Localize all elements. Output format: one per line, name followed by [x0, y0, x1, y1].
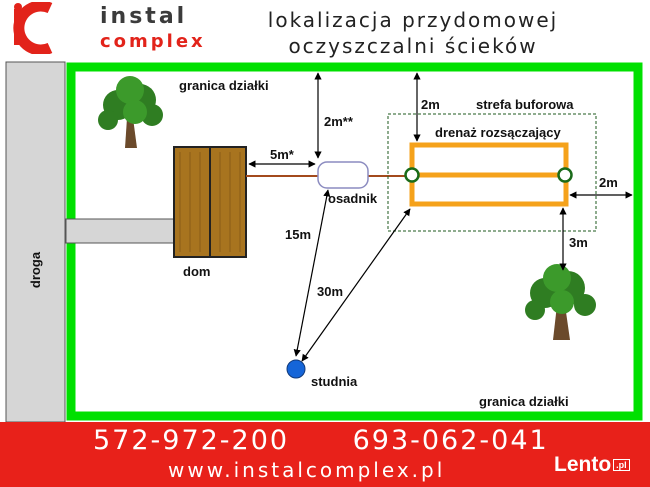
dim-well-drainage [301, 208, 411, 362]
tree-icon [525, 264, 596, 340]
website-link[interactable]: www.instalcomplex.pl [168, 458, 446, 482]
drainage-label: drenaż rozsączający [435, 125, 562, 140]
house [173, 146, 247, 258]
title-line-1: lokalizacja przydomowej [267, 8, 559, 32]
well-label: studnia [311, 374, 358, 389]
distance-label: 5m* [270, 147, 295, 162]
lento-badge[interactable]: Lento.pl [554, 453, 630, 479]
drainage-node [404, 167, 420, 183]
plot-boundary-label: granica działki [479, 394, 569, 409]
phone-2[interactable]: 693-062-041 [352, 425, 549, 456]
distance-label: 2m [599, 175, 618, 190]
lento-badge-text: Lento [554, 453, 612, 476]
buffer-zone [387, 113, 597, 232]
settler-label: osadnik [328, 191, 378, 206]
distance-label: 2m [421, 97, 440, 112]
settler-tank [317, 161, 369, 189]
driveway [65, 218, 175, 244]
drainage-node [557, 167, 573, 183]
road-label: droga [28, 251, 43, 288]
distance-label: 15m [285, 227, 311, 242]
tree-icon [98, 76, 163, 148]
distance-label: 3m [569, 235, 588, 250]
house-label: dom [183, 264, 210, 279]
distance-label: 2m** [324, 114, 354, 129]
plot-boundary-label: granica działki [179, 78, 269, 93]
buffer-zone-label: strefa buforowa [476, 97, 574, 112]
phone-numbers: 572-972-200 693-062-041 [93, 425, 549, 456]
distance-label: 30m [317, 284, 343, 299]
well [286, 359, 306, 379]
title-line-2: oczyszczalni ścieków [288, 34, 538, 58]
logo-icon [13, 2, 53, 54]
road [5, 61, 66, 423]
brand-name-bottom: complex [100, 31, 206, 52]
footer-bar [0, 422, 650, 487]
lento-badge-suffix: .pl [613, 459, 630, 471]
brand-name-top: instal [100, 4, 188, 29]
phone-1[interactable]: 572-972-200 [93, 425, 290, 456]
